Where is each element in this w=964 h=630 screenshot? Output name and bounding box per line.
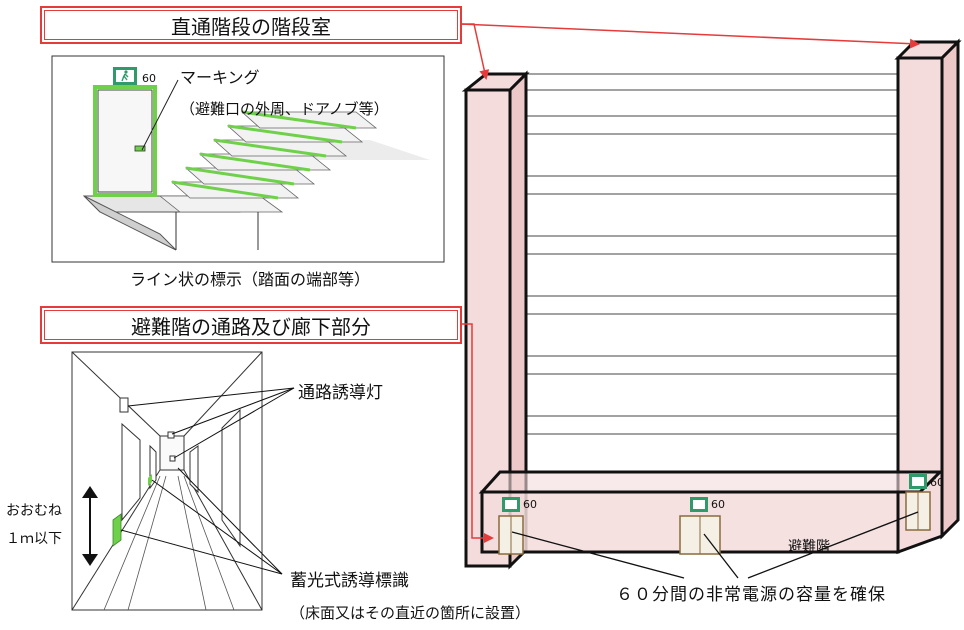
luminous-sign-icon bbox=[113, 514, 121, 546]
title-arrows bbox=[460, 24, 918, 538]
height-label-line1: おおむね bbox=[6, 500, 62, 520]
building-sign-number-left: 60 bbox=[523, 498, 537, 511]
marking-note: （避難口の外周、ドアノブ等） bbox=[180, 98, 389, 119]
sign-number-label: 60 bbox=[142, 72, 156, 85]
floor-slabs bbox=[470, 74, 942, 540]
corridor-illustration bbox=[72, 352, 294, 610]
building-sign-number-right: 60 bbox=[930, 476, 944, 489]
luminous-sign-note: （床面又はその直近の箇所に設置） bbox=[290, 602, 530, 623]
guide-light-icon bbox=[120, 398, 128, 412]
exit-sign-icon bbox=[502, 497, 520, 512]
guide-light-icon bbox=[168, 432, 174, 438]
title-stairwell-text: 直通階段の階段室 bbox=[171, 11, 331, 40]
guide-light-icon bbox=[170, 456, 175, 461]
marking-label: マーキング bbox=[180, 64, 260, 88]
evacuation-floor-label: 避難階 bbox=[788, 536, 830, 556]
line-marking-label: ライン状の標示（踏面の端部等） bbox=[130, 266, 370, 290]
exit-sign-icon bbox=[690, 497, 708, 512]
exit-door bbox=[95, 87, 155, 195]
exit-sign-icon bbox=[909, 474, 927, 489]
luminous-sign-label: 蓄光式誘導標識 bbox=[290, 566, 409, 591]
power-note: ６０分間の非常電源の容量を確保 bbox=[616, 580, 886, 605]
exit-sign-icon bbox=[113, 67, 137, 85]
floor-door-right bbox=[906, 492, 930, 530]
title-corridor-text: 避難階の通路及び廊下部分 bbox=[131, 311, 371, 340]
guide-light-label: 通路誘導灯 bbox=[298, 378, 383, 403]
title-corridor: 避難階の通路及び廊下部分 bbox=[40, 306, 462, 344]
floor-door-center bbox=[680, 516, 720, 554]
title-stairwell: 直通階段の階段室 bbox=[40, 6, 462, 44]
building-sign-number-center: 60 bbox=[711, 498, 725, 511]
floor-door-left bbox=[499, 516, 523, 554]
height-label-line2: １ｍ以下 bbox=[6, 528, 62, 548]
